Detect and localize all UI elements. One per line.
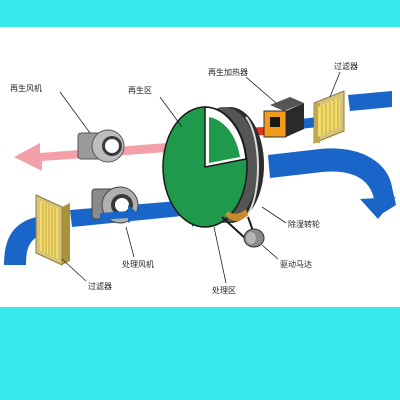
label-regen-heater: 再生加热器 [208, 67, 248, 77]
leader-regen-heater [245, 76, 277, 104]
label-process-zone: 处理区 [212, 285, 236, 295]
heater-icon [263, 97, 304, 138]
motor-icon [243, 228, 265, 248]
process-air-outlet-arrowhead [360, 197, 396, 219]
leader-filter-bottom [61, 258, 87, 282]
leader-regen-zone [159, 96, 183, 128]
label-regen-zone: 再生区 [128, 85, 152, 95]
label-filter-bottom: 过滤器 [88, 281, 112, 291]
leader-process-fan [125, 226, 135, 258]
diagram-panel: 再生风机 再生区 再生加热器 过滤器 除湿转轮 处理风机 驱动马达 处理区 过滤… [0, 27, 400, 307]
dehumidifier-diagram: 再生风机 再生区 再生加热器 过滤器 除湿转轮 处理风机 驱动马达 处理区 过滤… [4, 61, 396, 295]
fan-icon [77, 129, 125, 163]
label-filter-top: 过滤器 [334, 61, 358, 71]
label-drive-motor: 驱动马达 [280, 259, 312, 269]
wheel-rim-edge [245, 116, 259, 218]
label-regen-fan: 再生风机 [10, 83, 42, 93]
process-fan-icon [91, 186, 140, 224]
label-process-fan: 处理风机 [122, 259, 154, 269]
leader-filter-top [329, 71, 341, 98]
filter-bottom-icon [35, 194, 70, 266]
label-desiccant-wheel: 除湿转轮 [288, 219, 320, 229]
leader-regen-fan [59, 91, 91, 134]
wheel-icon [162, 106, 264, 228]
leader-motor [261, 244, 279, 260]
leader-process-zone [213, 226, 227, 284]
filter-icon [313, 90, 345, 144]
regen-inlet-arrow [348, 91, 392, 111]
leader-wheel [261, 206, 287, 224]
process-air-outlet [268, 148, 396, 215]
